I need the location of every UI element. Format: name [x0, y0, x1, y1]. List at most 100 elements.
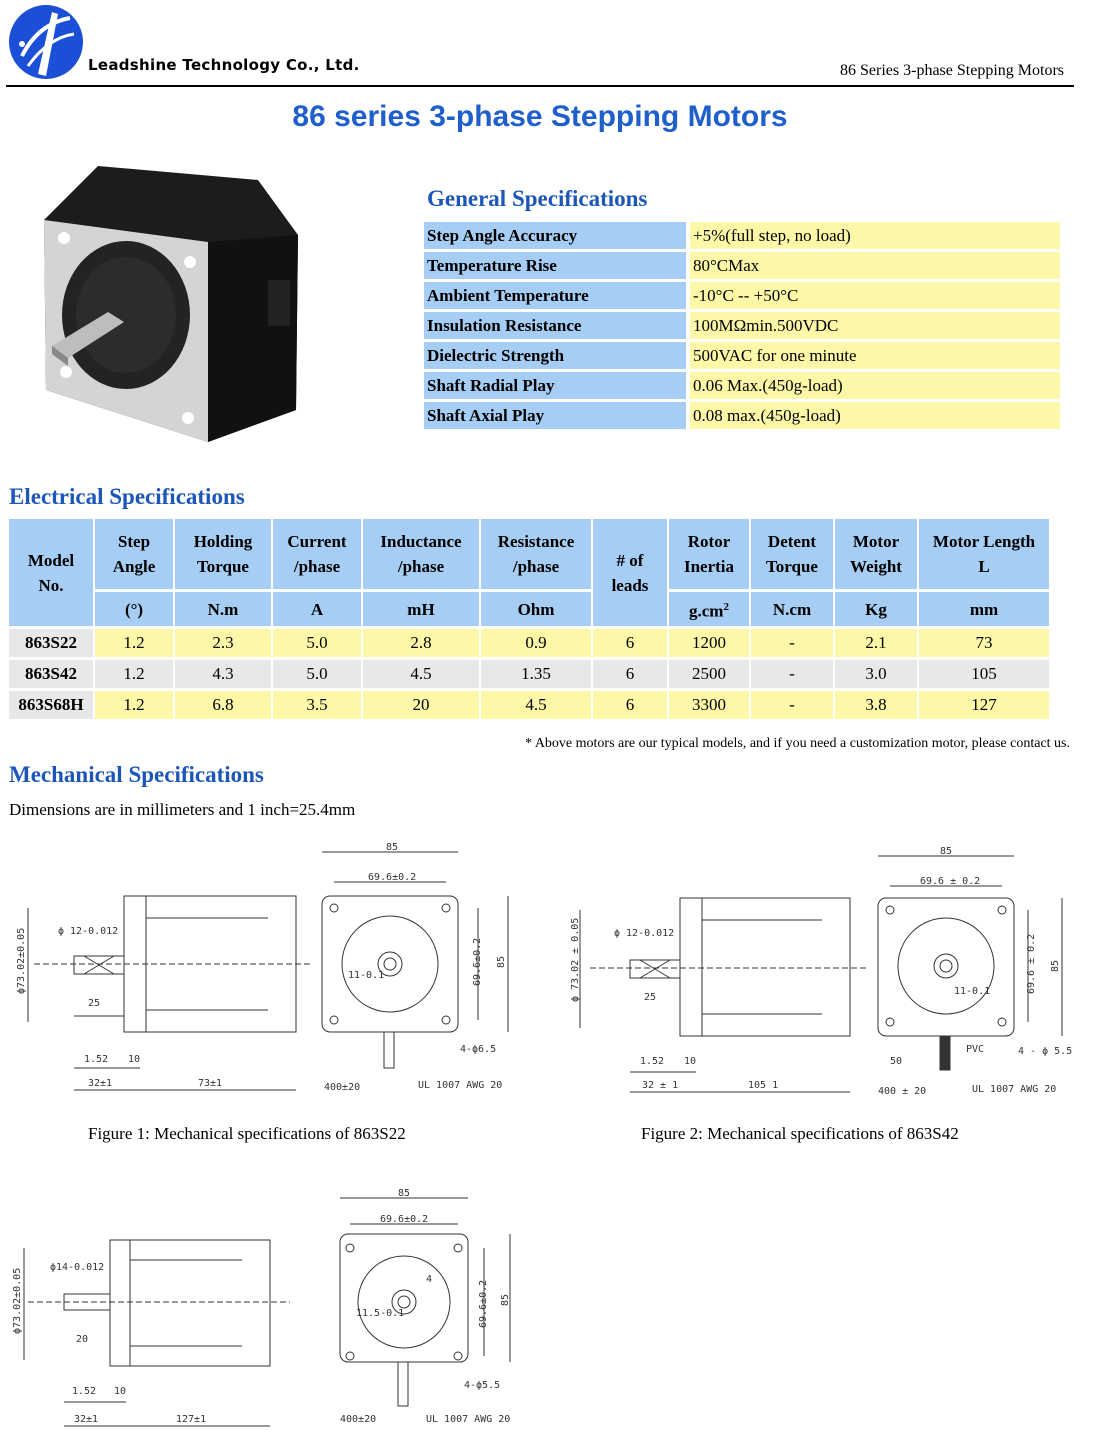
unit-inductance: mH [363, 592, 479, 626]
spec-value: -10°C -- +50°C [690, 282, 1060, 309]
table-cell: 4.5 [363, 660, 479, 688]
fig2-pitch-v: 69.6 ± 0.2 [1026, 934, 1037, 994]
fig3-len: 127±1 [176, 1414, 206, 1425]
table-cell: 3.8 [835, 691, 917, 719]
fig1-d32: 32±1 [88, 1078, 112, 1089]
table-cell: 20 [363, 691, 479, 719]
table-cell: 73 [919, 629, 1049, 657]
fig2-len: 105 1 [748, 1080, 778, 1091]
electrical-specs-title: Electrical Specifications [9, 484, 245, 509]
spec-value: 500VAC for one minute [690, 342, 1060, 369]
table-cell: 6 [593, 691, 667, 719]
table-cell: 1.2 [95, 629, 173, 657]
table-cell: 1200 [669, 629, 749, 657]
unit-inertia: g.cm2 [669, 592, 749, 626]
fig1-w85: 85 [386, 842, 398, 853]
fig2-holes: 4 - ϕ 5.5 [1018, 1046, 1072, 1057]
table-cell: 4.5 [481, 691, 591, 719]
table-cell: 6 [593, 660, 667, 688]
table-cell: 3.5 [273, 691, 361, 719]
fig3-holes: 4-ϕ5.5 [464, 1380, 500, 1391]
company-name: Leadshine Technology Co., Ltd. [88, 56, 360, 74]
spec-key: Shaft Axial Play [424, 402, 690, 429]
fig2-lead: 400 ± 20 [878, 1086, 926, 1097]
fig3-w85: 85 [398, 1188, 410, 1199]
fig3-wire: UL 1007 AWG 20 [426, 1414, 510, 1425]
fig3-d32: 32±1 [74, 1414, 98, 1425]
table-cell: 5.0 [273, 629, 361, 657]
fig1-flat: 11-0.1 [348, 970, 384, 981]
model-cell: 863S42 [9, 660, 93, 688]
spec-key: Temperature Rise [424, 252, 690, 279]
fig3-d10: 10 [114, 1386, 126, 1397]
spec-key: Shaft Radial Play [424, 372, 690, 399]
table-row: Step Angle Accuracy+5%(full step, no loa… [424, 222, 1060, 249]
spec-value: 0.08 max.(450g-load) [690, 402, 1060, 429]
table-cell: 1.35 [481, 660, 591, 688]
fig3-dia-label: ϕ73.02±0.05 [12, 1268, 23, 1334]
table-row: 863S42 1.2 4.3 5.0 4.5 1.35 6 2500 - 3.0… [9, 660, 1049, 688]
unit-detent: N.cm [751, 592, 833, 626]
table-row: Ambient Temperature-10°C -- +50°C [424, 282, 1060, 309]
fig2-wire: UL 1007 AWG 20 [972, 1084, 1056, 1095]
table-cell: 4.3 [175, 660, 271, 688]
col-header-current: Current/phase [273, 519, 361, 589]
fig3-d152: 1.52 [72, 1386, 96, 1397]
fig3-shaft-label: ϕ14-0.012 [50, 1262, 104, 1273]
figure-3-drawing: ϕ73.02±0.05 ϕ14-0.012 20 1.52 10 32±1 12… [12, 1188, 511, 1427]
table-cell: 127 [919, 691, 1049, 719]
table-cell: 3.0 [835, 660, 917, 688]
figure-2-caption: Figure 2: Mechanical specifications of 8… [641, 1124, 959, 1143]
table-row: 863S68H 1.2 6.8 3.5 20 4.5 6 3300 - 3.8 … [9, 691, 1049, 719]
spec-value: 80°CMax [690, 252, 1060, 279]
fig3-lead: 400±20 [340, 1414, 376, 1425]
fig2-d32: 32 ± 1 [642, 1080, 678, 1091]
table-cell: 6 [593, 629, 667, 657]
unit-torque: N.m [175, 592, 271, 626]
header-rule [6, 85, 1074, 87]
fig3-pitch: 69.6±0.2 [380, 1214, 428, 1225]
table-cell: - [751, 660, 833, 688]
fig1-len: 73±1 [198, 1078, 222, 1089]
spec-key: Step Angle Accuracy [424, 222, 690, 249]
fig2-d152: 1.52 [640, 1056, 664, 1067]
fig3-d20: 20 [76, 1334, 88, 1345]
spec-key: Ambient Temperature [424, 282, 690, 309]
fig1-pitch-v: 69.6±0.2 [472, 938, 483, 986]
model-cell: 863S22 [9, 629, 93, 657]
table-cell: 5.0 [273, 660, 361, 688]
fig1-d10: 10 [128, 1054, 140, 1065]
table-cell: 1.2 [95, 691, 173, 719]
unit-weight: Kg [835, 592, 917, 626]
fig2-d50: 50 [890, 1056, 902, 1067]
col-header-inductance: Inductance/phase [363, 519, 479, 589]
fig1-pitch: 69.6±0.2 [368, 872, 416, 883]
fig1-d152: 1.52 [84, 1054, 108, 1065]
fig2-h85: 85 [1050, 960, 1061, 972]
fig2-flat: 11-0.1 [954, 986, 990, 997]
page-title: 86 series 3-phase Stepping Motors [292, 100, 788, 133]
general-specs-title: General Specifications [427, 186, 648, 211]
table-cell: 2.8 [363, 629, 479, 657]
fig1-lead: 400±20 [324, 1082, 360, 1093]
table-cell: 2.3 [175, 629, 271, 657]
table-cell: 0.9 [481, 629, 591, 657]
unit-current: A [273, 592, 361, 626]
series-label: 86 Series 3-phase Stepping Motors [840, 62, 1064, 79]
unit-step: (°) [95, 592, 173, 626]
table-cell: 1.2 [95, 660, 173, 688]
fig2-w85: 85 [940, 846, 952, 857]
fig1-holes: 4-ϕ6.5 [460, 1044, 496, 1055]
figure-2-drawing: ϕ 73.02 ± 0.05 ϕ 12-0.012 25 1.52 10 32 … [570, 846, 1072, 1097]
table-row: 863S22 1.2 2.3 5.0 2.8 0.9 6 1200 - 2.1 … [9, 629, 1049, 657]
fig3-h85: 85 [500, 1294, 511, 1306]
